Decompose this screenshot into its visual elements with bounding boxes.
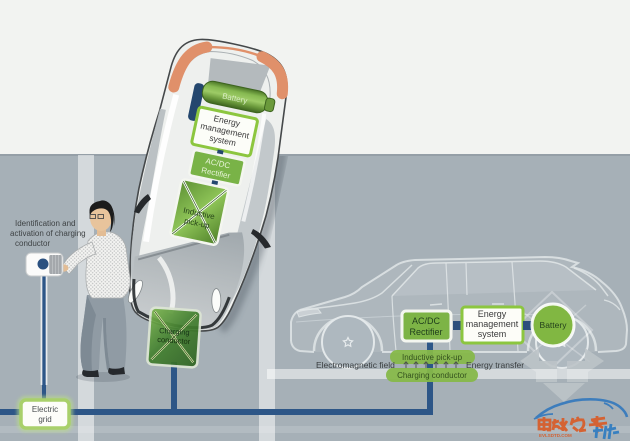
svg-text:Energy transfer: Energy transfer [466,360,524,370]
svg-text:Inductive pick-up: Inductive pick-up [402,353,463,362]
svg-text:conductor: conductor [157,335,191,346]
svg-text:EVLSDTD.COM: EVLSDTD.COM [539,433,572,438]
svg-text:management: management [466,319,519,329]
svg-text:Charging: Charging [159,326,190,337]
svg-text:Charging conductor: Charging conductor [397,371,467,380]
svg-text:Rectifier: Rectifier [409,327,442,337]
svg-text:Energy: Energy [478,309,507,319]
svg-text:Electromagnetic field: Electromagnetic field [316,360,395,370]
svg-text:AC/DC: AC/DC [412,316,441,326]
svg-text:grid: grid [38,415,51,424]
svg-text:Battery: Battery [540,320,568,330]
svg-text:Electric: Electric [32,405,58,414]
svg-text:Identification and: Identification and [15,219,76,228]
svg-text:activation of charging: activation of charging [10,229,86,238]
svg-text:conductor: conductor [15,239,50,248]
svg-text:system: system [478,329,507,339]
